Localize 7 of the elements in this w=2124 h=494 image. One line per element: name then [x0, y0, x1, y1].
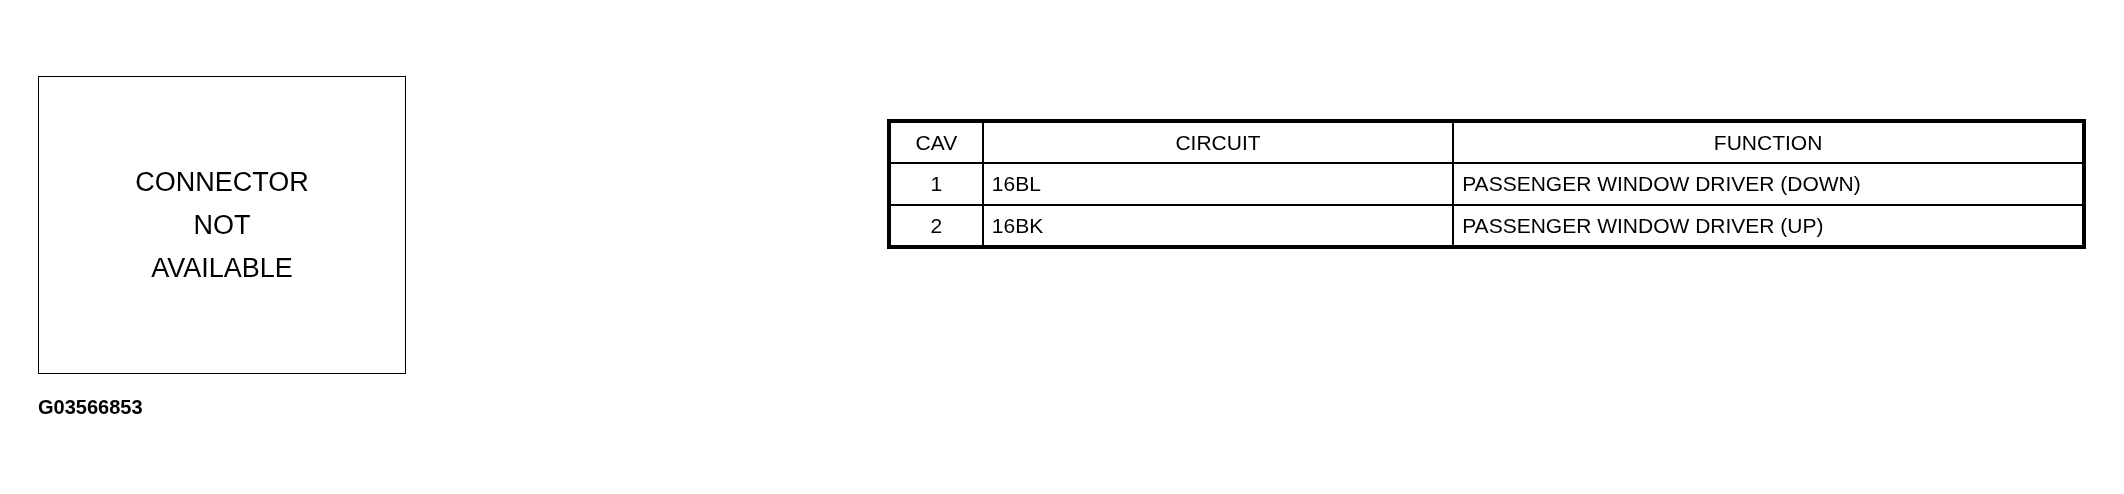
figure-id: G03566853 [38, 396, 143, 419]
column-header: CIRCUIT [982, 121, 1454, 163]
table-cell: 16BL [982, 163, 1454, 205]
connector-note: CONNECTOR NOT AVAILABLE [134, 165, 310, 285]
table-cell: 1 [889, 163, 983, 205]
connector-box [38, 76, 406, 374]
column-header: CAV [889, 121, 983, 163]
